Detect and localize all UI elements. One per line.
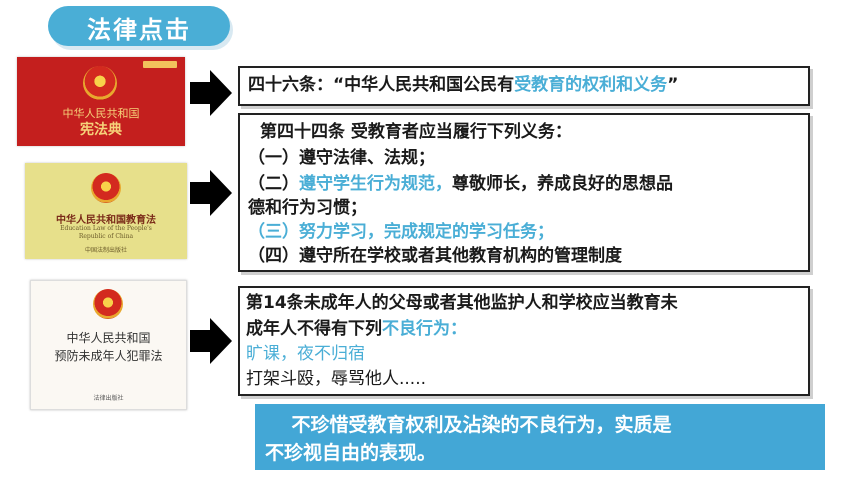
duty-item-4: （四）遵守所在学校或者其他教育机构的管理制度	[248, 246, 622, 266]
summary-line-2: 不珍视自由的表现。	[265, 442, 437, 464]
duty-item-2-continued: 德和行为习惯；	[248, 198, 367, 218]
juvenile-law-title-1: 中华人民共和国	[66, 331, 151, 345]
duty-item-2-prefix: （二）	[248, 174, 299, 194]
constitution-book-subtitle: 宪法典	[80, 122, 122, 138]
constitution-book-cover: 中华人民共和国 宪法典	[17, 57, 185, 146]
education-law-book-cover: 中华人民共和国教育法 Education Law of the People's…	[25, 163, 187, 259]
duty-item-2: （二）遵守学生行为规范，尊敬师长，养成良好的思想品	[248, 173, 673, 195]
section-title: 法律点击	[87, 16, 191, 44]
constitution-book-title: 中华人民共和国	[62, 107, 140, 120]
article-14-line-1: 第14条未成年人的父母或者其他监护人和学校应当教育未	[246, 293, 678, 313]
bad-behavior-1: 旷课，夜不归宿	[246, 344, 365, 364]
education-law-english-1: Education Law of the People's	[60, 225, 152, 232]
article-44-heading: 第四十四条 受教育者应当履行下列义务：	[260, 122, 572, 142]
summary-banner: 不珍惜受教育权利及沾染的不良行为，实质是 不珍视自由的表现。	[255, 404, 825, 470]
national-emblem-icon	[91, 173, 121, 203]
juvenile-law-publisher: 法律出版社	[93, 395, 124, 402]
arrow-right-icon	[190, 70, 232, 116]
constitution-article-text: 四十六条：“中华人民共和国公民有受教育的权利和义务”	[248, 74, 678, 96]
juvenile-law-title-2: 预防未成年人犯罪法	[54, 349, 163, 363]
education-law-article-box: 第四十四条 受教育者应当履行下列义务： （一）遵守法律、法规； （二）遵守学生行…	[238, 113, 810, 272]
article-text-prefix: 四十六条：“中华人民共和国公民有	[248, 75, 515, 95]
duty-item-1: （一）遵守法律、法规；	[248, 148, 435, 168]
article-highlight: 受教育的权利和义务	[514, 75, 668, 95]
duty-item-2-highlight: 遵守学生行为规范，	[299, 174, 452, 194]
book-tag	[143, 61, 177, 68]
education-law-publisher: 中国法制出版社	[84, 247, 127, 254]
arrow-right-icon	[190, 170, 232, 216]
article-14-line-2-prefix: 成年人不得有下列	[246, 319, 382, 339]
article-14-highlight: 不良行为：	[382, 319, 467, 339]
juvenile-law-article-box: 第14条未成年人的父母或者其他监护人和学校应当教育未 成年人不得有下列不良行为：…	[238, 286, 810, 396]
arrow-right-icon	[190, 318, 232, 364]
juvenile-law-book-cover: 中华人民共和国 预防未成年人犯罪法 法律出版社	[30, 280, 187, 410]
education-law-english-2: Republic of China	[78, 233, 134, 240]
duty-item-3: （三）努力学习，完成规定的学习任务；	[248, 222, 554, 242]
duty-item-2-suffix: 尊敬师长，养成良好的思想品	[452, 174, 673, 194]
constitution-article-box: 四十六条：“中华人民共和国公民有受教育的权利和义务”	[238, 66, 810, 106]
bad-behavior-2: 打架斗殴，辱骂他人.....	[246, 369, 427, 389]
national-emblem-icon	[83, 66, 117, 100]
national-emblem-icon	[93, 289, 123, 319]
summary-line-1: 不珍惜受教育权利及沾染的不良行为，实质是	[265, 414, 672, 436]
article-text-suffix: ”	[667, 75, 679, 95]
education-law-title: 中华人民共和国教育法	[56, 215, 156, 226]
article-14-line-2: 成年人不得有下列不良行为：	[246, 318, 467, 340]
section-title-pill: 法律点击	[48, 6, 230, 46]
